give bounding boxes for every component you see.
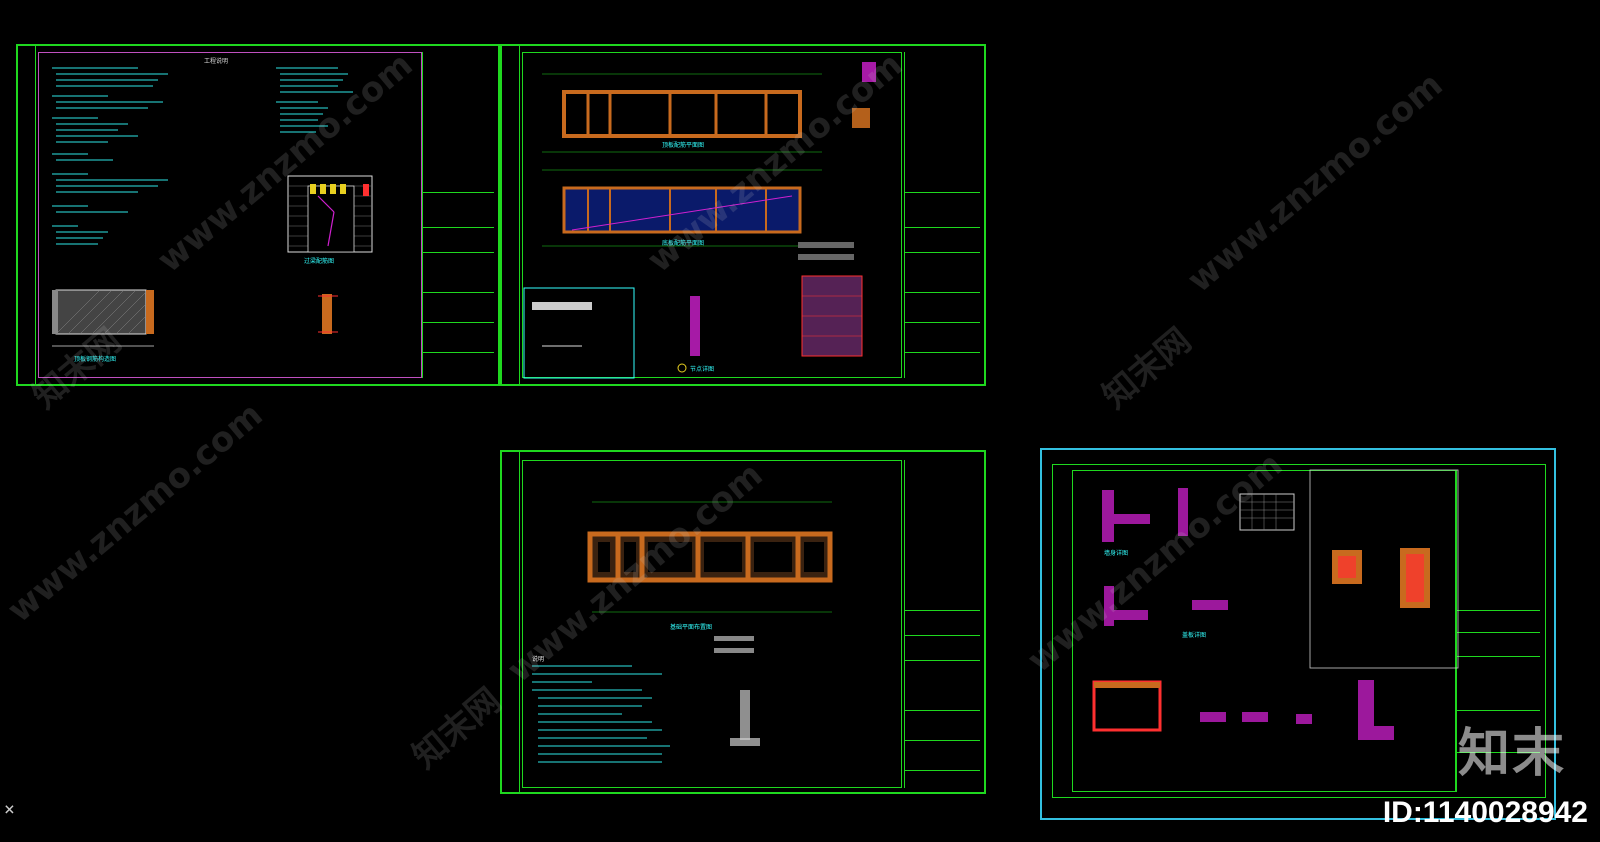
caption-cover-detail: 盖板详图	[1182, 632, 1207, 639]
crosshair-icon: ⨯	[4, 799, 15, 820]
caption-bottom-plan: 底板配筋平面图	[662, 240, 705, 247]
sheet4-linework	[1092, 469, 1459, 740]
drawing-sheet-1[interactable]: 工程说明	[16, 44, 500, 386]
title-block	[904, 52, 980, 378]
notes-title: 说明	[532, 656, 545, 663]
drawing-sheet-3[interactable]: 基础平面布置图 说明	[500, 450, 986, 794]
caption-lintel: 过梁配筋图	[304, 258, 335, 265]
sheet-border	[522, 52, 902, 378]
sheet-heading: 工程说明	[204, 58, 229, 65]
caption-top-plan: 顶板配筋平面图	[662, 142, 705, 149]
caption-foundation-plan: 基础平面布置图	[670, 624, 713, 631]
title-block	[904, 460, 980, 788]
sheet-border	[1072, 470, 1456, 792]
watermark-brand-3: 知末网	[405, 680, 509, 777]
title-block	[422, 52, 494, 378]
caption-node-detail: 节点详图	[690, 366, 715, 373]
brand-logo: 知末	[1457, 724, 1566, 784]
sheet-border	[522, 460, 902, 788]
drawing-sheet-2[interactable]: 顶板配筋平面图 底板配筋平面图 节点详图	[500, 44, 986, 386]
drawing-sheet-4[interactable]: 墙身详图 盖板详图	[1040, 448, 1556, 820]
sheet3-linework	[532, 501, 833, 763]
outer-frame	[1052, 464, 1546, 798]
watermark-site-3: www.znzmo.com	[1180, 64, 1451, 301]
left-stripe	[502, 452, 520, 792]
sheet-border	[38, 52, 422, 378]
sheet1-linework	[52, 67, 373, 347]
title-block	[1456, 470, 1540, 792]
caption-slab: 顶板钢筋构造图	[74, 356, 117, 363]
id-tag: ID:1140028942	[1382, 796, 1588, 829]
left-stripe	[502, 46, 520, 384]
watermark-brand-2: 知末网	[1095, 320, 1199, 417]
sheet2-linework	[523, 62, 876, 379]
left-stripe	[18, 46, 36, 384]
caption-wall-detail: 墙身详图	[1104, 550, 1129, 557]
watermark-site-4: www.znzmo.com	[0, 394, 271, 631]
